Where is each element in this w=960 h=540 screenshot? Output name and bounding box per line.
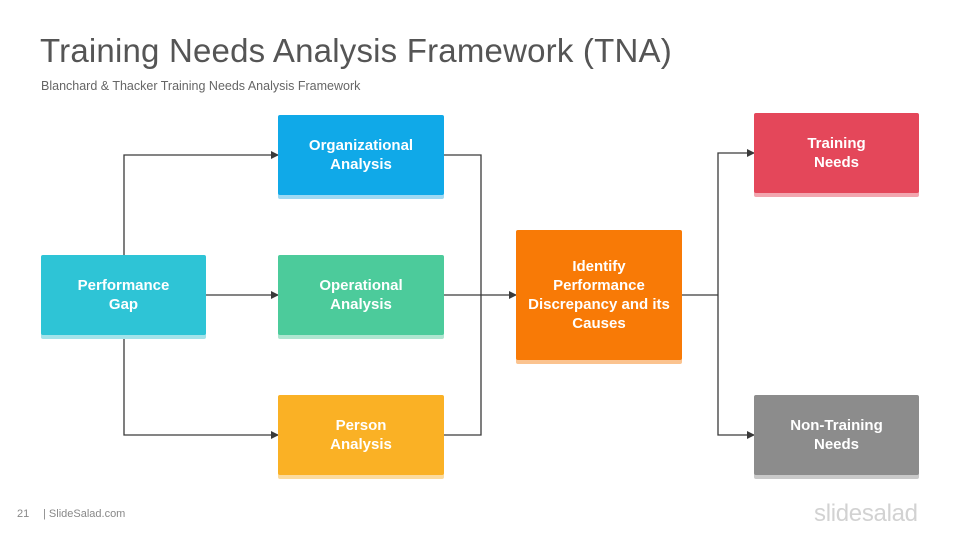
node-training-needs-label: Training Needs <box>807 135 866 171</box>
connector-gap-to-organizational <box>123 151 279 255</box>
node-organizational-analysis-label: Organizational Analysis <box>308 137 414 173</box>
node-operational-analysis-label: Operational Analysis <box>319 277 403 313</box>
node-identify-discrepancy-label: Identify Performance Discrepancy and its… <box>528 258 670 332</box>
brand-logo: slidesalad <box>814 500 918 527</box>
connector-to-non-training <box>717 295 755 439</box>
page-number: 21 <box>17 508 30 520</box>
footer-site: | SlideSalad.com <box>43 508 126 520</box>
node-organizational-analysis: Organizational Analysis <box>278 115 444 195</box>
node-training-needs: Training Needs <box>754 113 919 193</box>
node-performance-gap-label: Performance Gap <box>77 277 170 313</box>
node-person-analysis-label: Person Analysis <box>330 417 392 453</box>
node-person-analysis: Person Analysis <box>278 395 444 475</box>
page-title: Training Needs Analysis Framework (TNA) <box>40 32 672 69</box>
connector-to-training <box>717 149 755 295</box>
node-operational-analysis: Operational Analysis <box>278 255 444 335</box>
node-non-training-needs-label: Non-Training Needs <box>790 417 883 453</box>
connector-gap-to-person <box>123 337 279 439</box>
node-non-training-needs: Non-Training Needs <box>754 395 919 475</box>
node-identify-discrepancy: Identify Performance Discrepancy and its… <box>516 230 682 360</box>
page-subtitle: Blanchard & Thacker Training Needs Analy… <box>41 79 361 93</box>
node-performance-gap: Performance Gap <box>41 255 206 335</box>
